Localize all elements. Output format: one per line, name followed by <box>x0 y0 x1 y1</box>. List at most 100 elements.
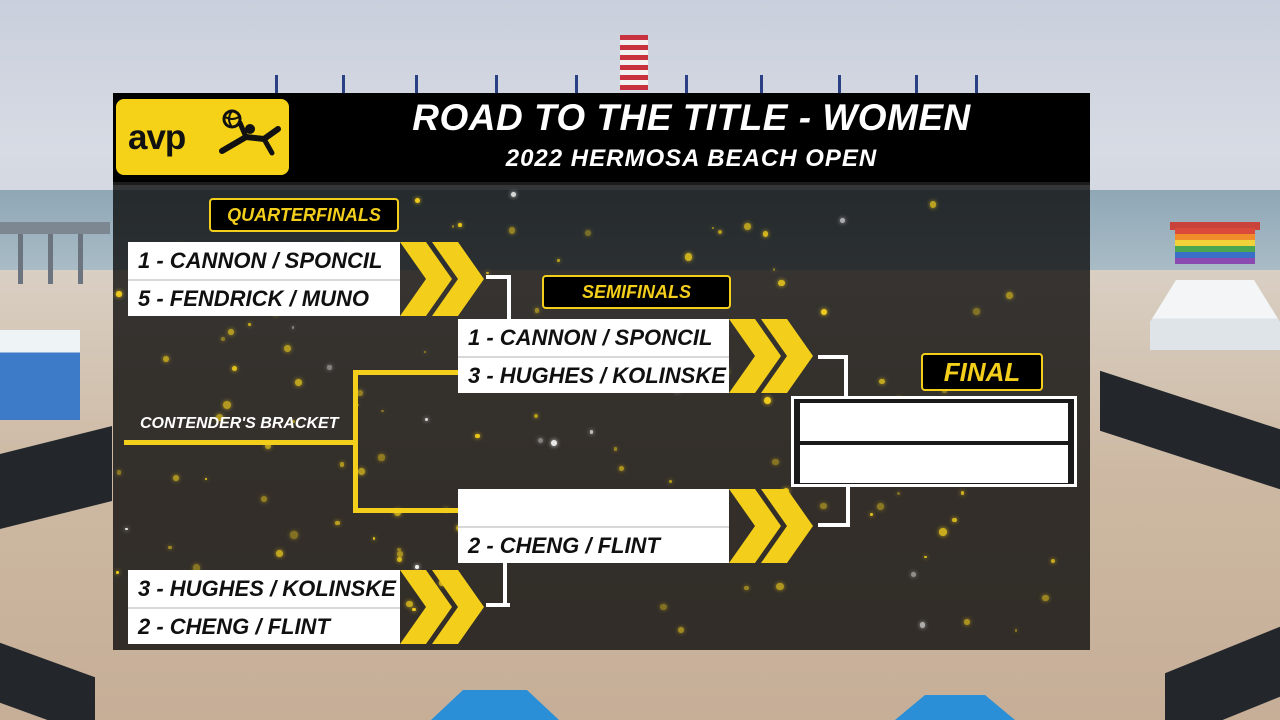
sparkle <box>1042 594 1050 602</box>
sparkle <box>396 556 402 562</box>
final-label: FINAL <box>921 353 1043 391</box>
sparkle <box>614 447 618 451</box>
sparkle <box>538 438 544 443</box>
sparkle <box>973 308 981 316</box>
sparkle <box>879 378 885 384</box>
sparkle <box>291 326 295 329</box>
flag-icon <box>575 75 578 93</box>
advance-chevron-icon <box>729 489 813 563</box>
contenders-line <box>124 440 356 445</box>
sparkle <box>870 512 874 516</box>
bracket-graphic: avp ROAD TO THE TITLE - WOMEN 2022 HERMO… <box>113 93 1090 650</box>
sparkle <box>772 458 779 466</box>
sparkle <box>820 309 827 316</box>
sparkle <box>290 531 298 539</box>
sf2-team-b: 2 - CHENG / FLINT <box>458 526 729 563</box>
sparkle <box>819 502 827 510</box>
sparkle <box>397 550 404 557</box>
sparkle <box>458 223 462 227</box>
contenders-line <box>353 508 458 513</box>
advance-chevron-icon <box>400 242 484 316</box>
sparkle <box>511 191 516 197</box>
sparkle <box>425 417 429 421</box>
white-tent <box>1150 280 1280 350</box>
sparkle <box>964 619 971 626</box>
sparkle <box>475 433 480 439</box>
sparkle <box>942 388 948 394</box>
sparkle <box>381 410 384 413</box>
sparkle <box>533 413 538 418</box>
qf2-team-a: 3 - HUGHES / KOLINSKE <box>128 570 400 607</box>
avp-logo: avp <box>116 99 289 175</box>
bracket-connector <box>818 523 850 527</box>
sponsor-tent <box>0 330 80 420</box>
sparkle <box>938 528 947 536</box>
sparkle <box>116 469 122 475</box>
logo-text: avp <box>128 118 186 157</box>
sparkle <box>776 582 784 591</box>
sparkle <box>896 492 900 496</box>
event-subtitle: 2022 HERMOSA BEACH OPEN <box>505 145 878 172</box>
sparkle <box>451 225 455 228</box>
sparkle <box>1006 292 1014 299</box>
pier-post <box>18 234 23 284</box>
sparkle <box>192 563 201 572</box>
sparkle <box>378 454 385 461</box>
sparkle <box>960 490 965 495</box>
sparkle <box>924 555 928 559</box>
american-flag-icon <box>620 35 648 90</box>
sparkle <box>952 518 957 523</box>
bracket-connector <box>503 563 507 607</box>
sparkle <box>228 329 234 336</box>
sparkle <box>264 442 271 449</box>
sparkle <box>162 355 169 363</box>
sparkle <box>772 268 776 272</box>
bracket-connector <box>486 603 510 607</box>
advance-chevron-icon <box>400 570 484 644</box>
sparkle <box>397 547 401 552</box>
volleyball-player-icon <box>219 109 281 156</box>
sparkle <box>215 413 224 422</box>
sparkle <box>284 344 292 352</box>
pier-post <box>78 234 83 284</box>
sparkle <box>168 545 173 550</box>
sparkle <box>589 430 594 434</box>
flag-icon <box>915 75 918 93</box>
sparkle <box>584 230 591 237</box>
sparkle <box>550 439 558 447</box>
sparkle <box>718 229 723 234</box>
sparkle <box>276 550 283 557</box>
sparkle <box>930 201 937 208</box>
final-team-a <box>800 403 1068 441</box>
semifinals-label: SEMIFINALS <box>542 275 731 309</box>
sparkle <box>763 396 772 405</box>
pier <box>0 222 110 234</box>
sparkle <box>231 365 238 371</box>
bracket-connector <box>507 275 511 319</box>
sparkle <box>357 390 364 397</box>
bracket-connector <box>846 483 850 527</box>
sparkle <box>294 378 303 387</box>
bracket-connector <box>818 355 848 359</box>
flag-icon <box>495 75 498 93</box>
sparkle <box>557 259 560 262</box>
sparkle <box>1051 558 1056 563</box>
contenders-line <box>353 370 458 375</box>
lifeguard-tower <box>1175 228 1255 264</box>
sparkle <box>247 323 251 327</box>
sparkle <box>372 536 376 540</box>
sparkle <box>221 337 226 342</box>
sparkle <box>260 495 267 502</box>
qf1-team-b: 5 - FENDRICK / MUNO <box>128 279 400 316</box>
sparkle <box>1014 629 1017 632</box>
sparkle <box>173 474 180 481</box>
sparkle <box>677 626 685 634</box>
sparkle <box>534 308 540 313</box>
sparkle <box>486 271 489 274</box>
sparkle <box>327 365 332 370</box>
final-team-b <box>800 445 1068 483</box>
advance-chevron-icon <box>729 319 813 393</box>
sparkle <box>712 227 715 230</box>
qf1-team-a: 1 - CANNON / SPONCIL <box>128 242 400 279</box>
sparkle <box>415 197 421 203</box>
